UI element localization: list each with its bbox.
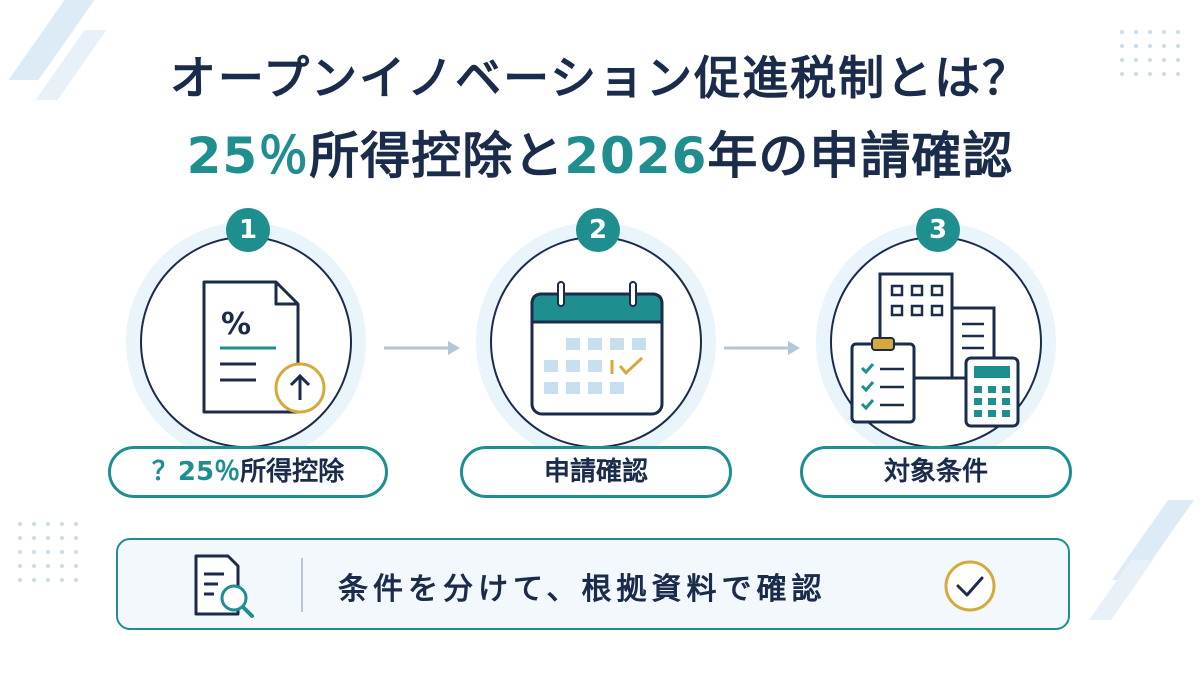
step-3-number: 3: [916, 208, 960, 252]
summary-banner: 条件を分けて、根拠資料で確認: [116, 538, 1070, 630]
calendar-icon: [530, 281, 664, 416]
tax-document-icon: %: [202, 280, 326, 414]
banner-divider: [301, 558, 303, 612]
step-1-label-prefix: ？25％: [151, 457, 241, 487]
subtitle-deduction: 所得控除と: [309, 127, 565, 185]
document-search-icon: [194, 554, 254, 618]
arrow-right-icon: [724, 341, 800, 355]
building-checklist-calculator-icon: [850, 272, 1020, 428]
page-title: オープンイノベーション促進税制とは？: [169, 51, 1031, 105]
step-2-number: 2: [576, 208, 620, 252]
step-3-label: 対象条件: [800, 446, 1072, 498]
step-3: [816, 222, 1056, 462]
svg-text:%: %: [221, 307, 251, 342]
subtitle-percent: 25％: [186, 127, 310, 185]
step-1-label-rest: 所得控除: [240, 457, 345, 487]
subtitle-application: 年の申請確認: [707, 127, 1014, 185]
step-1: %: [126, 222, 366, 462]
check-circle-icon: [944, 560, 996, 612]
step-1-number: 1: [226, 208, 270, 252]
subtitle-year: 2026: [564, 127, 708, 185]
step-2: [476, 222, 716, 462]
page-subtitle: 25％所得控除と2026年の申請確認: [0, 116, 1200, 188]
step-1-label: ？25％所得控除: [108, 446, 388, 498]
banner-text: 条件を分けて、根拠資料で確認: [338, 572, 827, 607]
arrow-right-icon: [384, 341, 460, 355]
step-2-label: 申請確認: [460, 446, 732, 498]
